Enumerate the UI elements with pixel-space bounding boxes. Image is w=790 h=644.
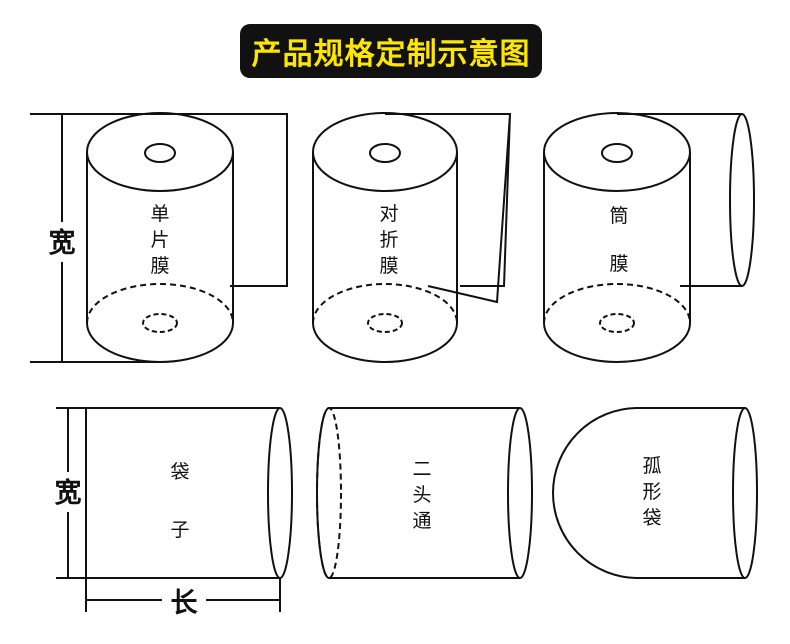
bag-two-open-label: 二 头 通: [412, 458, 431, 532]
bag-plain-outline: [85, 407, 280, 579]
roll-tube-top: [543, 112, 691, 192]
roll-single-char-1: 单: [150, 203, 169, 225]
roll-single-bottom-back: [86, 283, 234, 324]
bag-arc-char-2: 形: [642, 481, 661, 503]
roll-folded-core-bottom: [367, 313, 403, 333]
roll-tube-core-top: [601, 143, 633, 163]
roll-tube-sheet: [617, 113, 742, 287]
roll-tube-label: 筒 膜: [609, 205, 628, 275]
roll-single-core-top: [144, 143, 176, 163]
roll-tube-char-2: 膜: [609, 253, 628, 275]
bag-plain-char-1: 袋: [170, 461, 189, 483]
bag-two-open-outline: [329, 407, 520, 579]
length-label: 长: [171, 588, 199, 619]
roll-folded-label: 对 折 膜: [379, 203, 398, 277]
bag-two-open-left-front: [316, 407, 330, 579]
roll-folded-bottom-front: [312, 322, 458, 363]
roll-single-char-2: 片: [150, 229, 169, 251]
bag-two-open-char-3: 通: [412, 510, 431, 532]
bag-plain-char-2: 子: [170, 519, 189, 541]
roll-folded-bottom-back: [312, 283, 458, 324]
roll-tube-char-1: 筒: [609, 205, 628, 227]
roll-folded-char-1: 对: [379, 203, 398, 225]
title-banner: 产品规格定制示意图: [240, 24, 542, 78]
roll-folded-char-2: 折: [379, 229, 398, 251]
roll-single-sheet: [160, 113, 288, 287]
roll-single-film: [30, 112, 288, 363]
roll-tube-bottom-back: [543, 283, 691, 324]
roll-folded-sheet: [385, 113, 512, 304]
bag-arc-label: 孤 形 袋: [642, 455, 661, 529]
roll-folded-film: [312, 112, 512, 363]
roll-tube-end: [729, 113, 755, 287]
bag-arc-char-1: 孤: [642, 455, 661, 477]
bag-two-open-char-1: 二: [412, 458, 431, 480]
bag-two-open-char-2: 头: [412, 484, 431, 506]
bag-arc-outline: [552, 407, 745, 579]
roll-single-label: 单 片 膜: [150, 203, 169, 277]
roll-tube-film: [543, 112, 755, 363]
width-label-bottom: 宽: [55, 477, 82, 509]
bag-arc-char-3: 袋: [642, 507, 661, 529]
roll-folded-char-3: 膜: [379, 255, 398, 277]
roll-single-core-bottom: [142, 313, 178, 333]
width-label-top: 宽: [49, 227, 76, 259]
bag-plain-label: 袋 子: [170, 461, 189, 541]
roll-tube-core-bottom: [599, 313, 635, 333]
bag-plain-opening: [267, 407, 293, 579]
roll-tube-bottom-front: [543, 322, 691, 363]
bag-plain: [56, 407, 293, 612]
bag-arc: [552, 407, 758, 579]
roll-single-top: [86, 112, 234, 192]
bag-two-open: [316, 407, 533, 579]
roll-folded-core-top: [369, 143, 401, 163]
bag-two-open-right-end: [507, 407, 533, 579]
roll-single-char-3: 膜: [150, 255, 169, 277]
roll-folded-top: [312, 112, 458, 192]
roll-single-bottom-front: [86, 322, 234, 363]
bag-arc-opening: [732, 407, 758, 579]
page-title: 产品规格定制示意图: [251, 37, 531, 72]
